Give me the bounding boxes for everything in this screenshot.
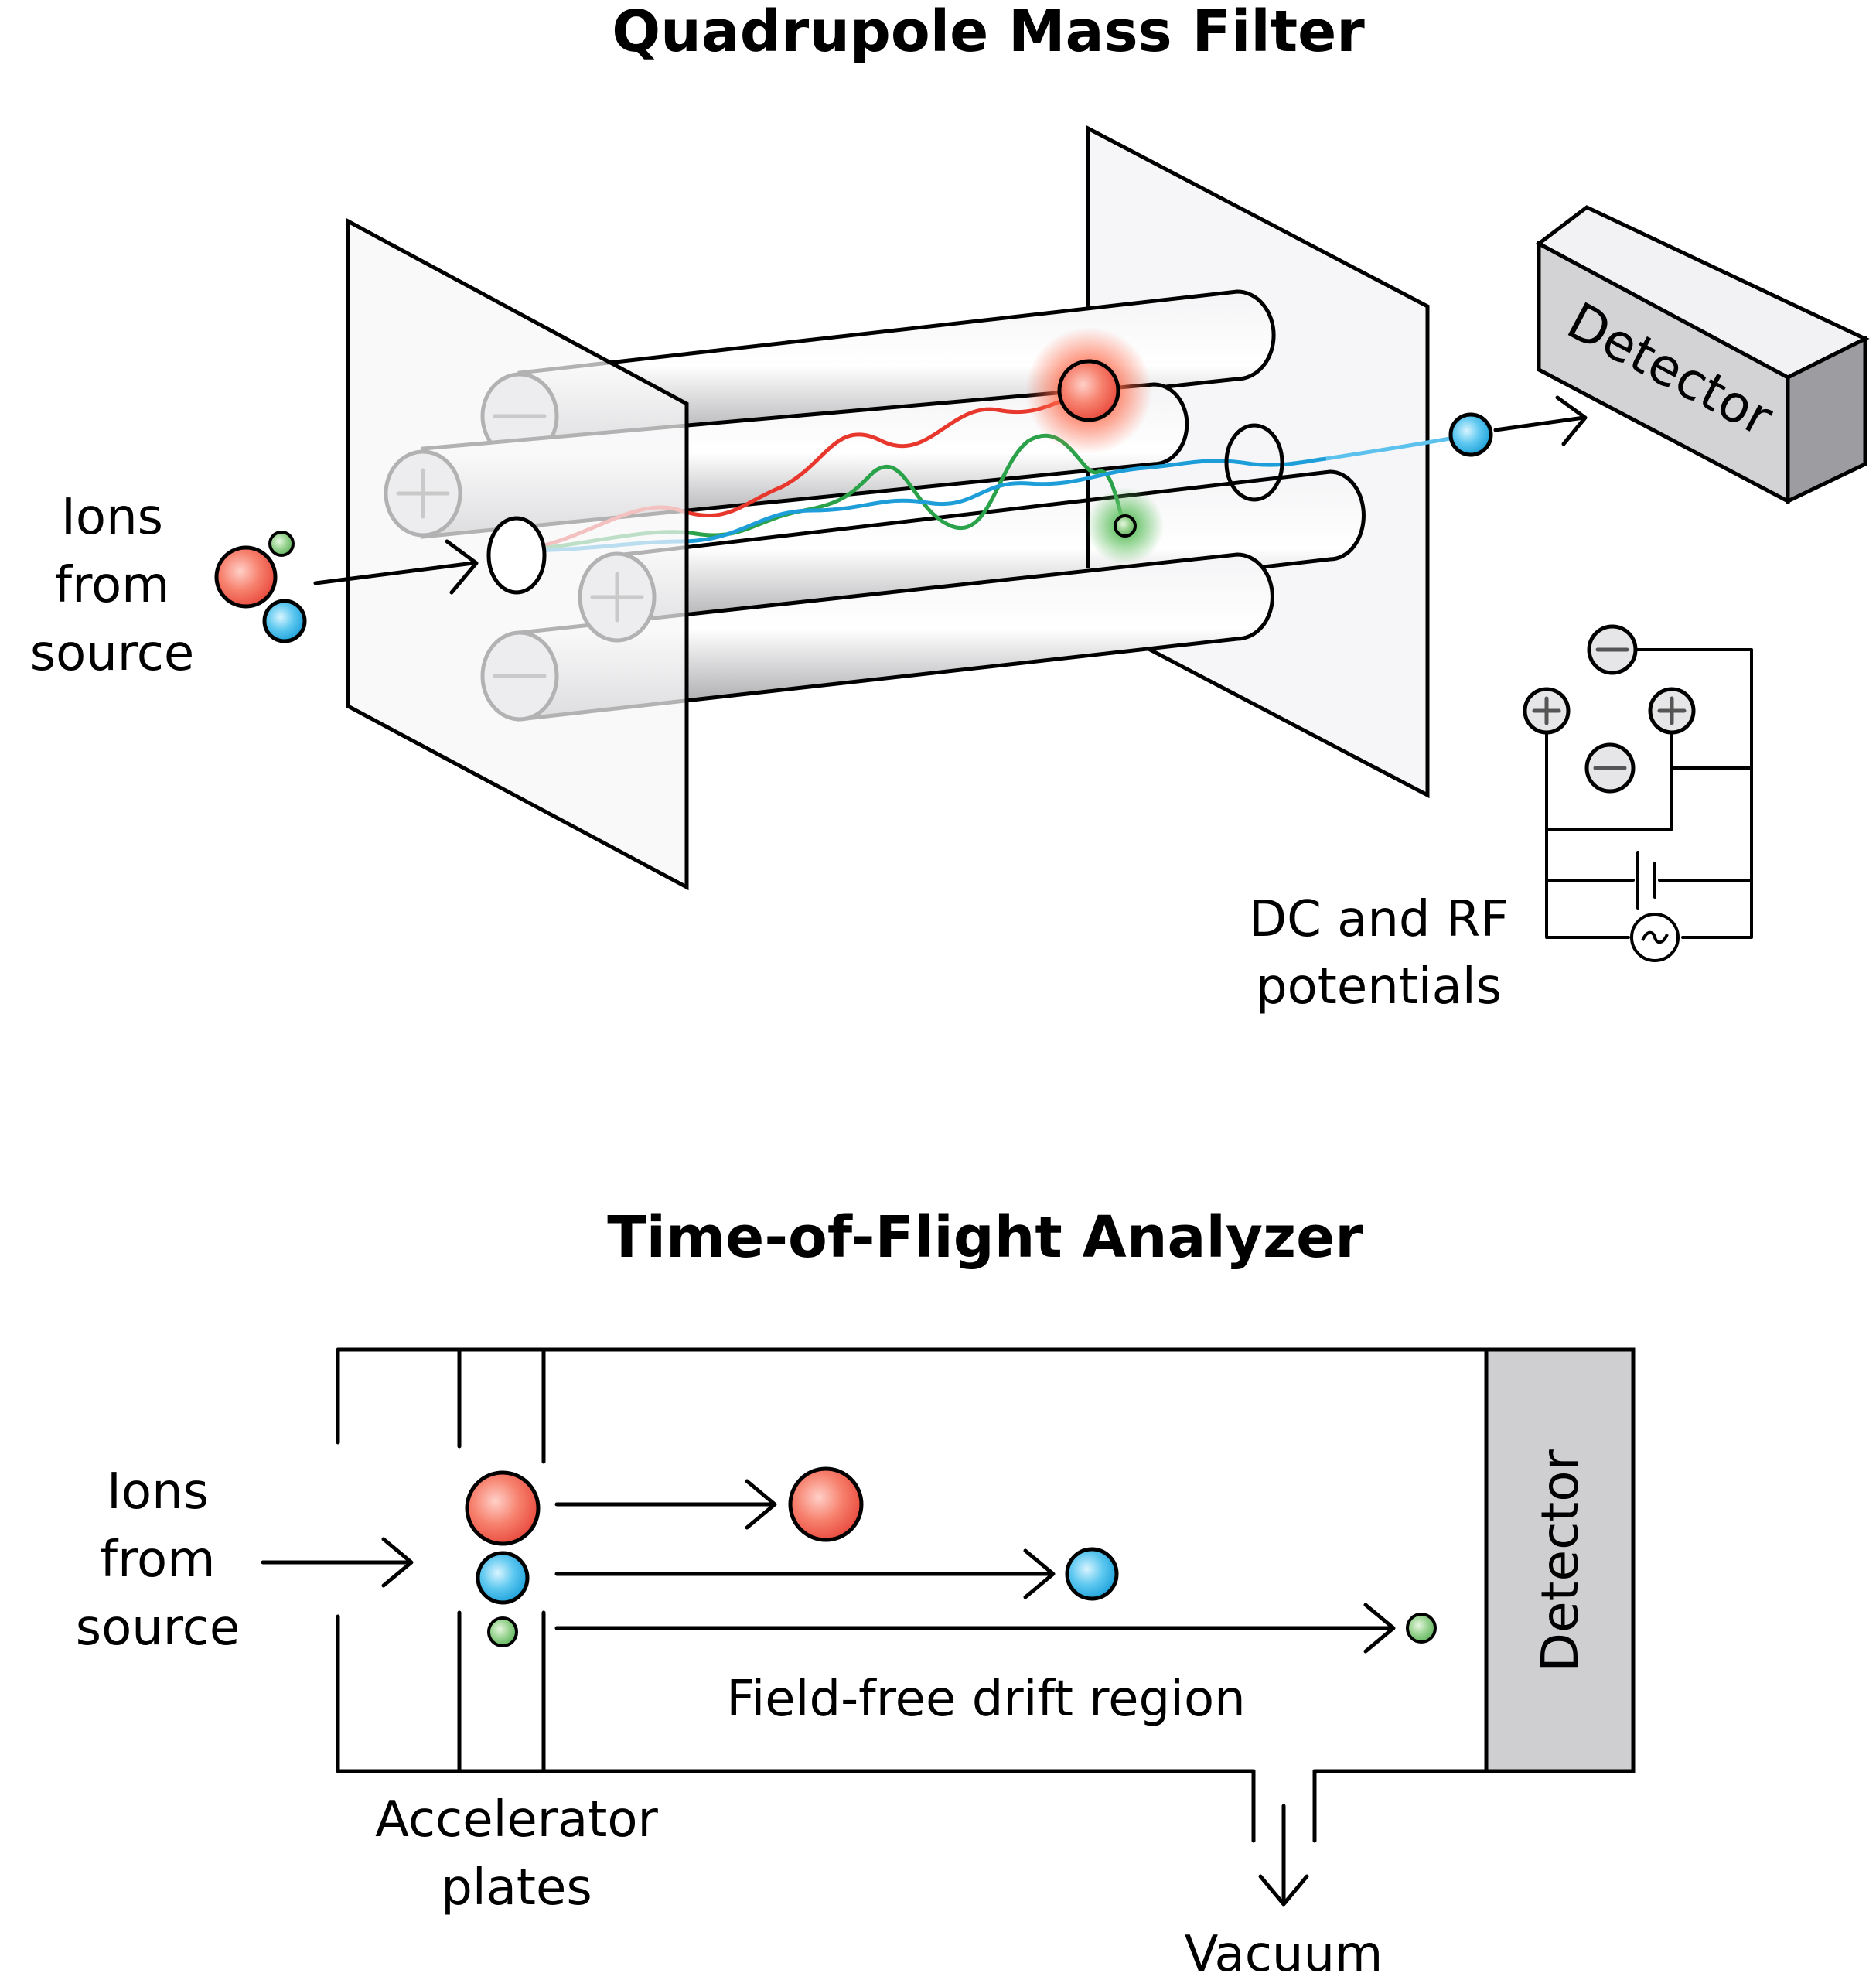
tof-ion-medium-end [1065, 1547, 1119, 1601]
exit-aperture [1224, 423, 1284, 502]
red-ion-collision [1025, 327, 1152, 454]
entrance-aperture [486, 516, 547, 595]
quadrupole-detector: Detector [1535, 205, 1870, 505]
accelerator-label-line1: Accelerator [375, 1791, 658, 1849]
detector-front-face [1537, 240, 1790, 505]
tof-ion-small-end [1406, 1613, 1437, 1644]
tof-ion-large-end [788, 1466, 864, 1542]
drift-region-label: Field-free drift region [726, 1671, 1245, 1728]
accelerator-label-line2: plates [441, 1859, 592, 1917]
quadrupole-title: Quadrupole Mass Filter [612, 0, 1365, 65]
tof-detector [1484, 1347, 1636, 1773]
tof-enclosure [336, 1347, 1636, 1843]
entrance-arrow [313, 539, 479, 595]
circuit-plus-left [1523, 687, 1571, 735]
tof-ion-medium-start [476, 1551, 530, 1605]
tof-ions-label-line3: source [76, 1599, 240, 1657]
tof-entrance-arrow [261, 1537, 414, 1588]
exit-ion-medium [1448, 412, 1493, 457]
quadrupole-section: Quadrupole Mass Filter [30, 0, 1870, 1016]
circuit-minus-bottom [1584, 742, 1636, 794]
source-ion-medium [262, 599, 307, 644]
source-ions [214, 531, 307, 644]
tof-ions-label-line1: Ions [107, 1463, 209, 1521]
tof-title: Time-of-Flight Analyzer [607, 1204, 1363, 1271]
vacuum-label: Vacuum [1185, 1926, 1383, 1980]
vacuum-arrow [1258, 1804, 1309, 1907]
source-ion-small [268, 531, 295, 557]
tof-ion-large-start [465, 1470, 541, 1546]
tof-ion-small-start [487, 1616, 518, 1647]
green-ion-collision [1086, 487, 1164, 565]
flight-arrow-medium [554, 1548, 1056, 1599]
source-ion-large [214, 545, 278, 609]
accelerator-plates [457, 1347, 546, 1773]
rod-right-plus [615, 469, 1366, 644]
circuit-minus-top [1587, 624, 1638, 675]
quadrupole-ions-label-line2: from [55, 557, 170, 614]
tof-detector-label: Detector [1530, 1449, 1590, 1671]
circuit-plus-right [1648, 687, 1696, 735]
green-ion-trajectory [517, 433, 1127, 553]
exit-arrow [1493, 395, 1588, 446]
dc-rf-circuit [1523, 624, 1753, 962]
flight-arrow-large [554, 1479, 777, 1530]
tof-ions-label-line2: from [101, 1531, 216, 1589]
quadrupole-ions-label-line1: Ions [61, 489, 163, 546]
flight-arrow-small [554, 1603, 1396, 1654]
potentials-label-line1: DC and RF [1249, 891, 1509, 948]
potentials-label-line2: potentials [1256, 958, 1502, 1016]
quadrupole-ions-label-line3: source [30, 625, 195, 682]
tof-section: Time-of-Flight Analyzer Detector I [76, 1204, 1636, 1980]
